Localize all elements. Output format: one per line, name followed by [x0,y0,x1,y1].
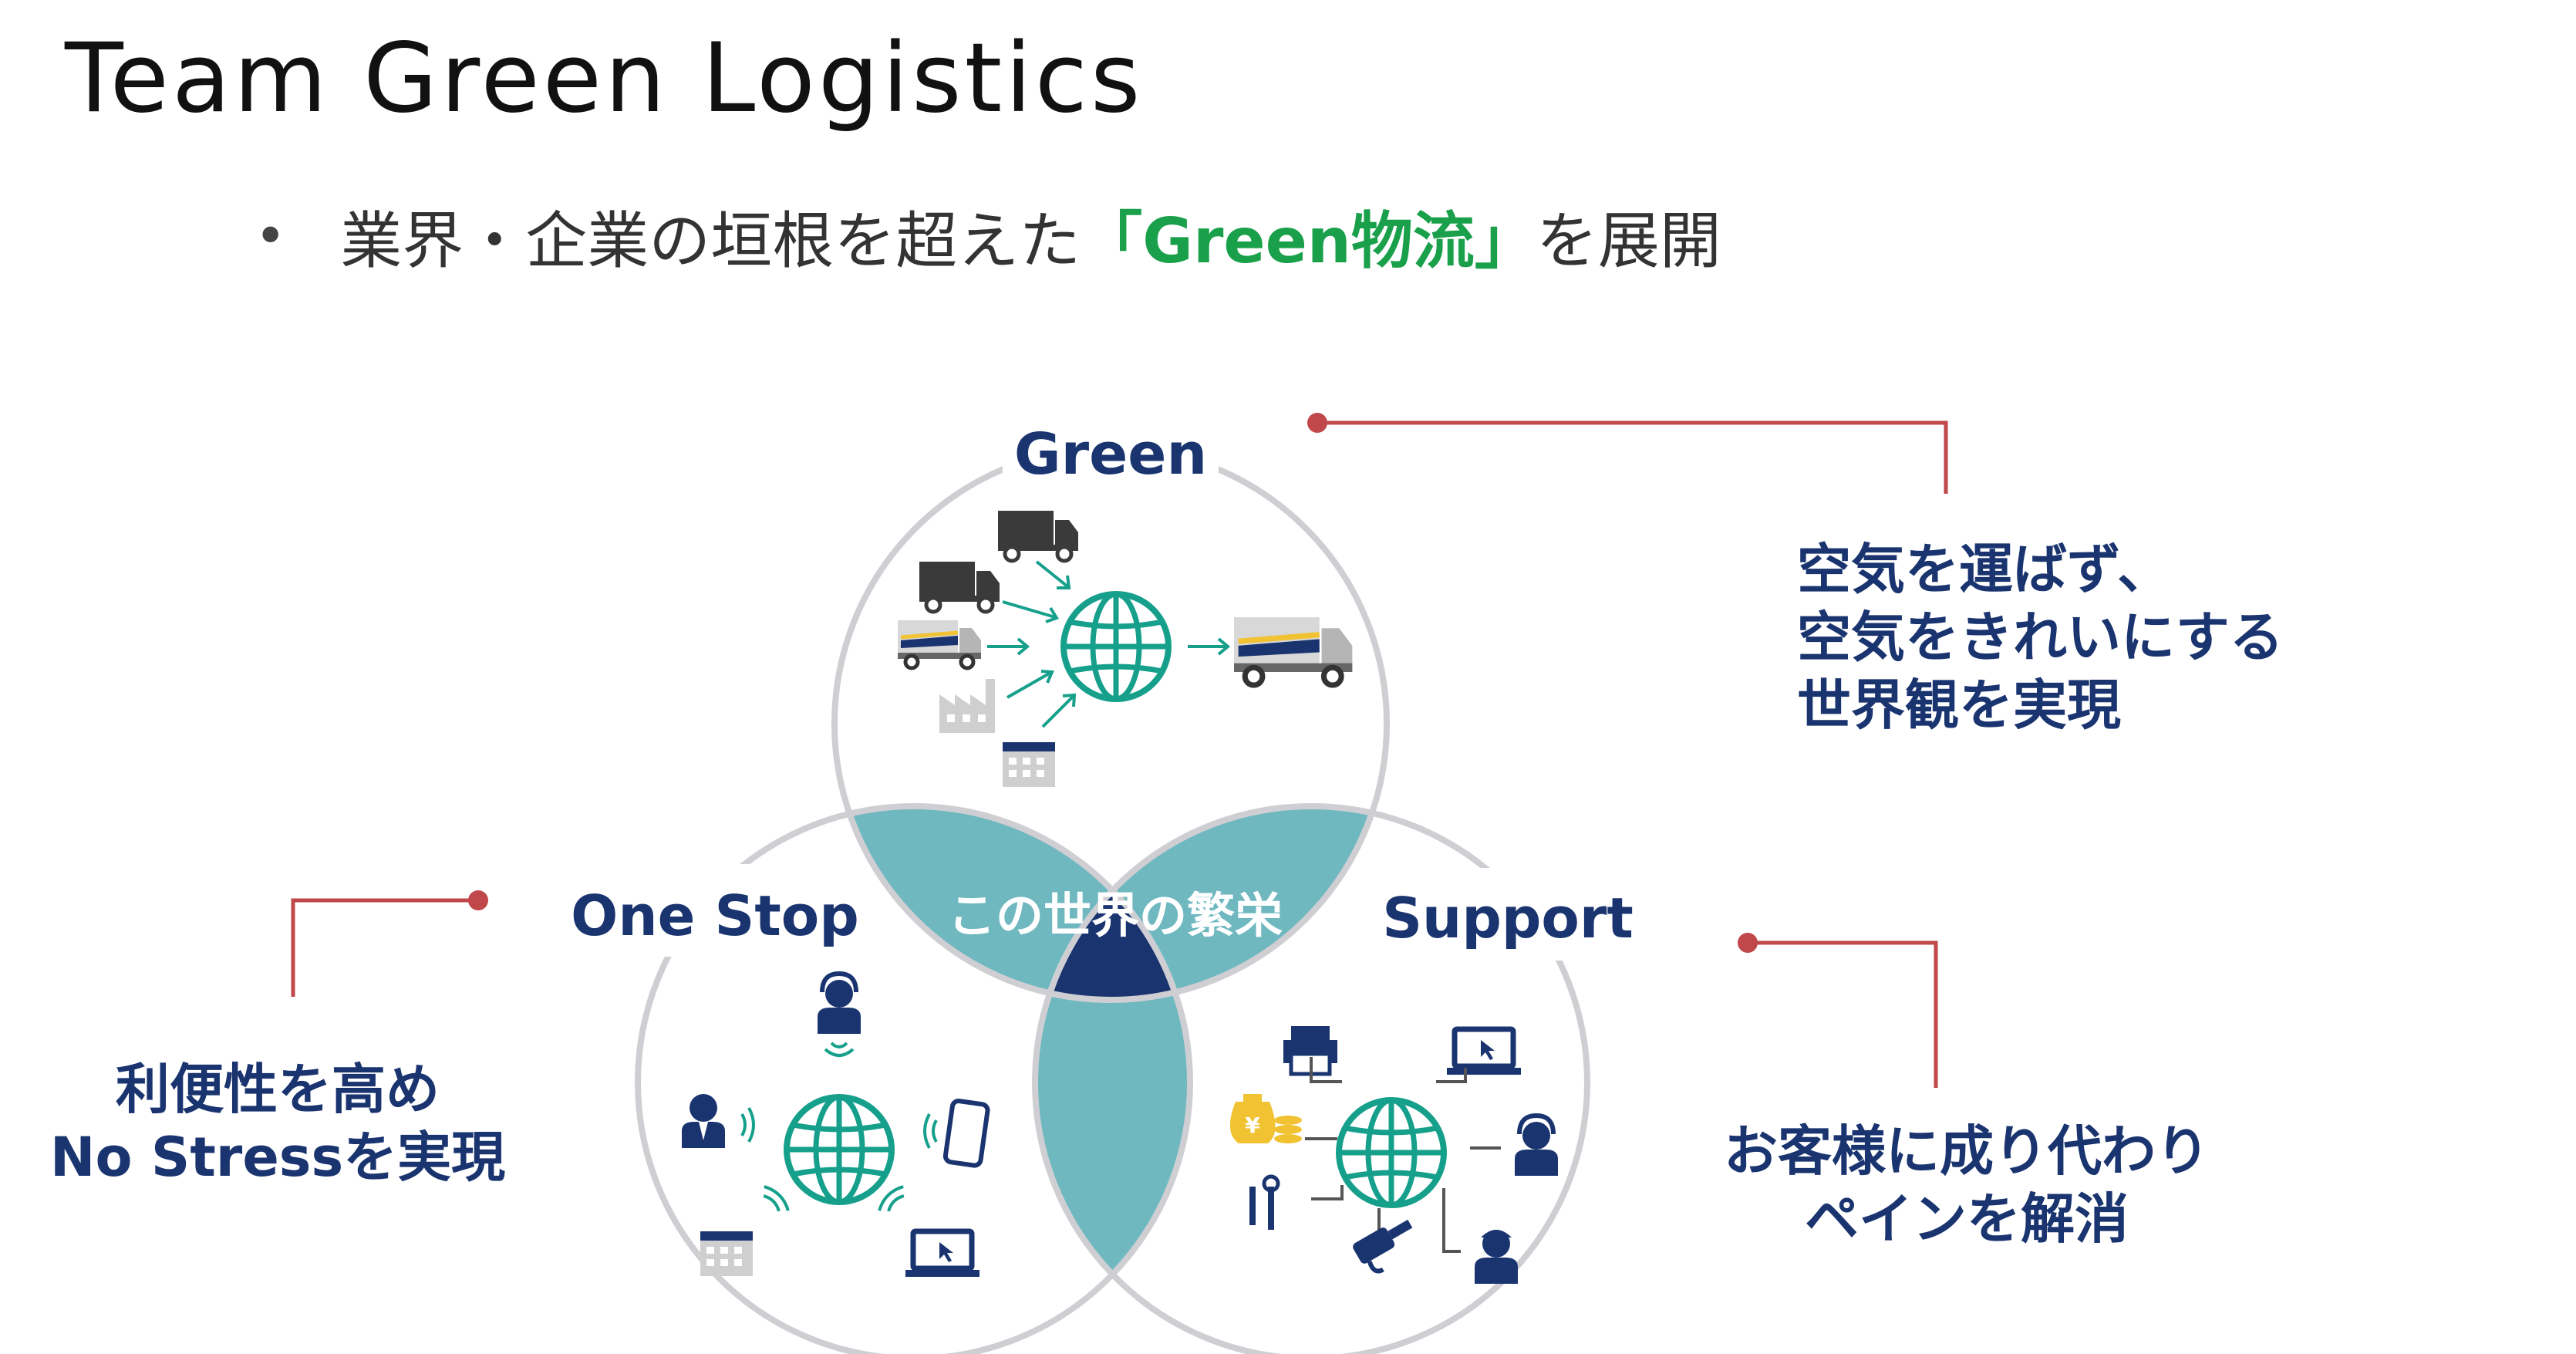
circle-label-green: Green [1014,421,1207,488]
truck-icon [919,562,1000,612]
building-icon [1003,742,1055,787]
delivery-truck-icon [1234,617,1352,685]
building-icon [700,1231,753,1276]
intersection-top-right [1035,806,1387,1000]
circle-label-support: Support [1382,886,1634,951]
callout-line: ペインを解消 [1805,1187,2129,1251]
callout-support: お客様に成り代わり ペインを解消 [1720,1117,2214,1253]
callout-line: 空気をきれいにする [1797,606,2284,670]
circle-label-onestop: One Stop [571,883,859,948]
intersection-top-left [835,806,1190,1000]
bullet-line: • 業界・企業の垣根を超えた 「Green物流」 を展開 [255,191,1721,281]
businessman-icon [682,1094,725,1148]
tools-icon [1249,1174,1280,1230]
support-icons: ¥ [1229,1026,1558,1284]
waves-icon [759,1183,791,1216]
svg-text:¥: ¥ [1245,1113,1260,1138]
onestop-icons [682,971,990,1277]
waves-icon [876,1183,909,1216]
connector-green [1307,413,1948,494]
arrow-icon [1186,637,1229,656]
worker-icon [1475,1230,1518,1284]
bullet-dot: • [255,204,287,268]
fuel-nozzle-icon [1353,1219,1413,1274]
bullet-prefix: 業界・企業の垣根を超えた [340,205,1081,277]
laptop-icon [1447,1029,1521,1075]
green-icons [898,511,1352,787]
bullet-highlight: 「Green物流」 [1081,205,1536,277]
globe-icon [787,1097,892,1202]
money-bag-icon: ¥ [1229,1094,1302,1143]
callout-line: 利便性を高め [116,1058,440,1121]
page-title: Team Green Logistics [65,23,1144,134]
callout-green: 空気を運ばず、 空気をきれいにする 世界観を実現 [1797,535,2284,740]
circle-onestop [635,803,1193,1354]
callout-line: お客様に成り代わり [1724,1119,2210,1183]
laptop-icon [905,1231,979,1277]
connector-onestop [291,890,488,997]
globe-icon [1064,594,1168,699]
callout-line: No Stressを実現 [49,1126,506,1190]
waves-icon [740,1106,755,1143]
callout-line: 空気を運ばず、 [1797,538,2172,601]
smartphone-icon [942,1099,990,1168]
center-text: この世界の繁栄 [948,887,1283,944]
callout-line: 世界観を実現 [1797,674,2121,738]
connector-support [1738,933,1938,1088]
circle-support [1032,803,1590,1354]
truck-icon [898,620,981,668]
arrow-icon [986,560,1077,728]
callout-onestop: 利便性を高め No Stressを実現 [46,1055,509,1191]
operator-icon [1515,1113,1558,1176]
bullet-suffix: を展開 [1536,205,1721,277]
factory-icon [939,679,995,733]
truck-icon [998,511,1078,561]
headset-operator-icon [818,971,861,1057]
globe-icon [1339,1100,1444,1205]
